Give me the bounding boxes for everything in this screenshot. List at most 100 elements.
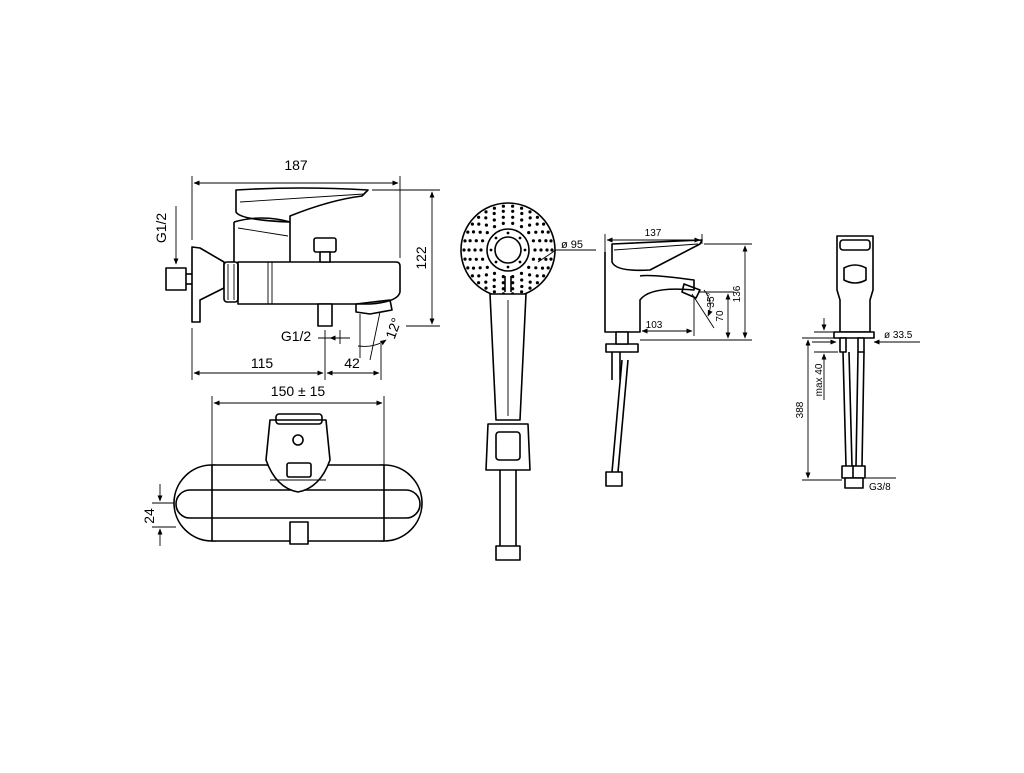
nozzle [492, 211, 496, 216]
wall-flange-outline [191, 246, 225, 323]
dim-axis-to-spout: 42 [344, 355, 360, 371]
nozzle [528, 286, 532, 290]
nozzle [501, 287, 505, 291]
nozzle [494, 260, 498, 264]
dim-centre-distance: 150 ± 15 [271, 383, 326, 399]
dim-basin-height: 136 [732, 285, 743, 302]
front-diverter [286, 462, 312, 478]
bath-spout [355, 299, 393, 315]
nozzle [528, 280, 532, 284]
nozzle [506, 231, 510, 235]
dim-spout-height: 70 [715, 310, 726, 322]
nozzle [520, 218, 524, 222]
nozzle [492, 271, 497, 275]
shower-holder [485, 423, 531, 471]
dim-hose-length: 388 [795, 401, 806, 418]
dim-spout-angle: 12° [382, 316, 404, 341]
nozzle [520, 278, 524, 282]
dim-outlet-thread: G1/2 [281, 328, 312, 344]
nozzle [462, 248, 466, 252]
nozzle [463, 239, 467, 243]
nozzle [485, 231, 489, 235]
nozzle [531, 257, 536, 261]
nozzle [520, 284, 524, 289]
nozzle [550, 248, 554, 252]
nozzle [484, 286, 488, 290]
nozzle [501, 204, 505, 208]
hose-nut [495, 545, 521, 561]
nozzle [533, 248, 537, 252]
nozzle [527, 231, 531, 235]
nozzle [528, 216, 532, 220]
nozzle [474, 257, 478, 261]
nozzle [501, 215, 505, 219]
nozzle [479, 248, 483, 252]
basin-mixer-front-view: ø 33.5 max 40 388 G3/8 [795, 235, 920, 493]
nozzle [492, 225, 497, 229]
nozzle [501, 275, 505, 279]
shower-outlet [317, 303, 333, 327]
basin-mixer-side-view: 137 136 70 103 35° [604, 228, 752, 487]
nozzle [484, 223, 488, 227]
nozzle [518, 260, 522, 264]
hose-nut-right [852, 465, 866, 479]
nozzle [466, 266, 470, 270]
nozzle [542, 222, 546, 226]
nozzle [473, 248, 477, 252]
nozzle [518, 236, 522, 240]
basin-spout-tip [681, 283, 701, 299]
diverter-knob [313, 237, 337, 253]
hand-shower: ø 95 [460, 202, 596, 561]
basin-hose-nut [605, 471, 623, 487]
nozzle [531, 239, 536, 243]
nozzle [546, 266, 550, 270]
dim-basin-length: 137 [645, 228, 662, 239]
nozzle [535, 222, 539, 226]
nozzle [501, 209, 505, 213]
front-lever [265, 419, 331, 493]
nozzle [489, 248, 493, 252]
dim-max-deck: max 40 [814, 363, 825, 396]
nozzle [492, 284, 496, 289]
bath-mixer-front-view: 150 ± 15 24 [141, 383, 423, 546]
nozzle [528, 223, 532, 227]
nozzle [544, 257, 548, 261]
dim-depth: 24 [141, 508, 157, 524]
nozzle [478, 230, 482, 234]
nozzle [545, 248, 549, 252]
nozzle [523, 248, 527, 252]
nozzle [492, 218, 496, 222]
nozzle [481, 239, 485, 243]
nozzle [468, 239, 472, 243]
nozzle [471, 230, 476, 234]
wall-inlet-nut [165, 267, 187, 291]
dim-width-overall: 187 [284, 157, 308, 173]
mixer-lever [235, 187, 369, 223]
nozzle [470, 222, 474, 226]
nozzle [492, 290, 496, 294]
nozzle [520, 206, 524, 210]
nozzle [520, 290, 524, 294]
nozzle [538, 239, 542, 243]
nozzle [540, 266, 545, 270]
nozzle [549, 239, 553, 243]
nozzle [484, 273, 488, 277]
nozzle [510, 204, 515, 208]
basin-lever [611, 239, 703, 272]
dim-connection-thread: G3/8 [869, 482, 891, 493]
dim-head-diameter: ø 95 [561, 239, 583, 251]
bath-mixer-side-view: 187 122 G1/2 G1/2 12° 115 42 [153, 157, 440, 380]
nozzle [535, 215, 540, 219]
nozzle [549, 257, 553, 261]
nozzle [511, 275, 515, 279]
nozzle [534, 266, 538, 270]
nozzle [520, 211, 524, 216]
nozzle [544, 239, 548, 243]
nozzle [527, 265, 531, 269]
nozzle [534, 230, 538, 234]
nozzle [511, 215, 515, 219]
dim-wall-to-axis: 115 [251, 355, 274, 371]
nozzle [535, 281, 540, 285]
nozzle [478, 266, 482, 270]
nozzle [463, 257, 467, 261]
